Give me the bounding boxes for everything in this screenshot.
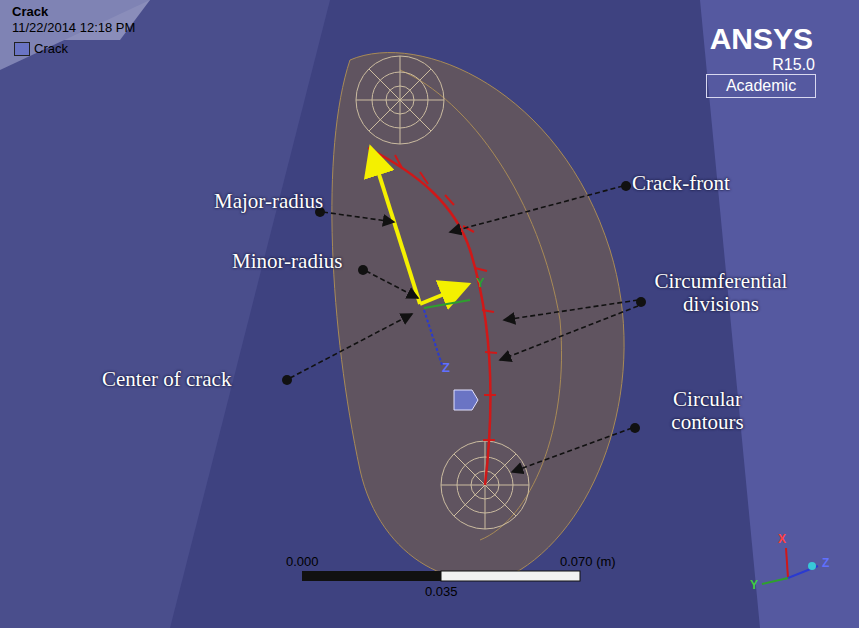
annotation-label: Crack-front [632, 172, 730, 195]
annotation-label: Major-radius [214, 190, 323, 213]
triad-axis: X [778, 532, 786, 546]
legend-swatch [14, 42, 30, 56]
timestamp: 11/22/2014 12:18 PM [12, 20, 135, 35]
scale-label: 0.035 [425, 584, 458, 599]
axis-label: Z [442, 360, 450, 375]
legend-text: Crack [34, 41, 68, 56]
annotation-label: Circumferential divisions [646, 270, 796, 316]
view-title: Crack [12, 4, 48, 19]
version-label: R15.0 [772, 56, 815, 74]
edition-badge: Academic [706, 74, 816, 98]
axis-label: Y [476, 275, 485, 290]
annotation-label: Circular contours [650, 388, 765, 434]
annotation-label: Center of crack [102, 368, 231, 391]
triad-axis: Z [822, 556, 829, 570]
brand-name: ANSYS [710, 22, 813, 56]
annotation-label: Minor-radius [232, 250, 342, 273]
scale-label: 0.000 [286, 554, 319, 569]
triad-axis: Y [750, 578, 758, 592]
scale-label: 0.070 (m) [560, 554, 616, 569]
